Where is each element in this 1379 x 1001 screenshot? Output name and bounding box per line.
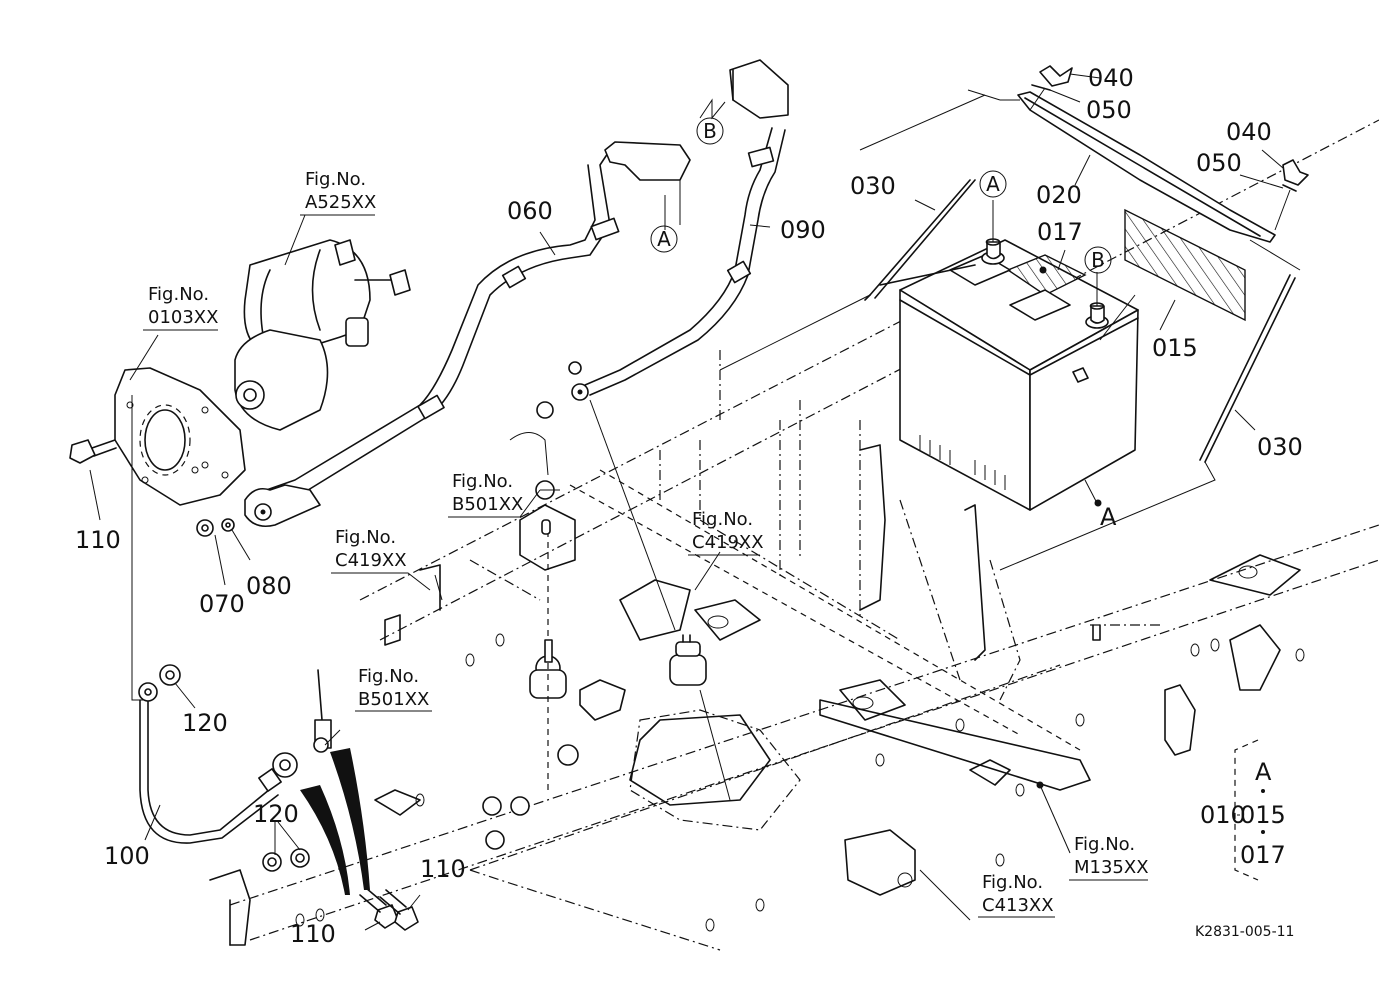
arrow-ground-2 bbox=[330, 748, 370, 890]
svg-text:Fig.No.: Fig.No. bbox=[305, 169, 366, 190]
fig-ref-m135: Fig.No. M135XX bbox=[1069, 834, 1149, 881]
figure-references: Fig.No. A525XX Fig.No. 0103XX Fig.No. B5… bbox=[143, 169, 1149, 918]
fig-ref-a525: Fig.No. A525XX bbox=[300, 169, 376, 216]
svg-text:B501XX: B501XX bbox=[452, 494, 523, 515]
bolt-110-right bbox=[394, 906, 419, 931]
circle-marker-a-cable: A bbox=[650, 225, 678, 253]
rubber-mount-right bbox=[669, 654, 707, 686]
svg-text:B: B bbox=[1091, 248, 1105, 272]
part-callouts: 040 050 040 050 020 017 015 030 030 060 … bbox=[75, 64, 1303, 948]
callout-120-lower: 120 bbox=[253, 800, 299, 828]
set-item-a: A bbox=[1255, 758, 1272, 786]
chassis-frame bbox=[209, 119, 1379, 951]
hardware bbox=[69, 361, 731, 931]
callout-050-right: 050 bbox=[1196, 149, 1242, 177]
callout-110-bottom: 110 bbox=[290, 920, 336, 948]
circle-marker-b-battery: B bbox=[1084, 246, 1112, 274]
fig-ref-b501-upper: Fig.No. B501XX bbox=[448, 471, 541, 518]
fig-ref-c419-right: Fig.No. C419XX bbox=[688, 509, 764, 556]
wing-nut-040-right bbox=[1282, 159, 1309, 186]
svg-text:A: A bbox=[657, 227, 671, 251]
svg-text:A: A bbox=[986, 172, 1000, 196]
svg-text:M135XX: M135XX bbox=[1074, 857, 1149, 878]
callout-070: 070 bbox=[199, 590, 245, 618]
callout-017: 017 bbox=[1037, 218, 1083, 246]
leader-lines bbox=[89, 73, 1284, 931]
frame-holes bbox=[295, 633, 1305, 932]
fig-ref-0103: Fig.No. 0103XX bbox=[143, 284, 218, 331]
svg-text:Fig.No.: Fig.No. bbox=[1074, 834, 1135, 855]
svg-text:Fig.No.: Fig.No. bbox=[692, 509, 753, 530]
label-017-hatch bbox=[1006, 254, 1087, 296]
starter-motor bbox=[234, 239, 411, 431]
fig-ref-b501-lower: Fig.No. B501XX bbox=[355, 666, 432, 712]
circle-marker-b-cable: B bbox=[696, 117, 724, 145]
callout-080: 080 bbox=[246, 572, 292, 600]
callout-090: 090 bbox=[780, 216, 826, 244]
svg-text:Fig.No.: Fig.No. bbox=[358, 666, 419, 687]
set-item-015: 015 bbox=[1240, 801, 1286, 829]
fig-ref-c419-left: Fig.No. C419XX bbox=[331, 527, 431, 591]
wing-nut-040-top bbox=[1039, 65, 1073, 87]
svg-text:Fig.No.: Fig.No. bbox=[452, 471, 513, 492]
washer-080 bbox=[221, 518, 235, 532]
insulator-015 bbox=[1124, 208, 1246, 322]
svg-text:Fig.No.: Fig.No. bbox=[335, 527, 396, 548]
svg-text:Fig.No.: Fig.No. bbox=[148, 284, 209, 305]
callout-040-right: 040 bbox=[1226, 118, 1272, 146]
drawing-code: K2831-005-11 bbox=[1195, 924, 1294, 940]
callout-110-right: 110 bbox=[420, 855, 466, 883]
nut-120-lower-a bbox=[262, 852, 282, 872]
circle-marker-a-battery: A bbox=[979, 170, 1007, 198]
svg-text:0103XX: 0103XX bbox=[148, 307, 218, 328]
svg-text:C419XX: C419XX bbox=[692, 532, 764, 553]
callout-020: 020 bbox=[1036, 181, 1082, 209]
callout-110-left: 110 bbox=[75, 526, 121, 554]
callout-030-left: 030 bbox=[850, 172, 896, 200]
set-item-017: 017 bbox=[1240, 841, 1286, 869]
battery-ref-a: A bbox=[1100, 503, 1117, 531]
battery bbox=[899, 238, 1139, 511]
washer-050-right bbox=[1282, 184, 1297, 192]
svg-text:C413XX: C413XX bbox=[982, 895, 1054, 916]
negative-cable-090 bbox=[571, 59, 789, 401]
svg-text:C419XX: C419XX bbox=[335, 550, 407, 571]
svg-text:A525XX: A525XX bbox=[305, 192, 376, 213]
washer-050-top bbox=[1031, 84, 1051, 91]
battery-hold-down bbox=[719, 65, 1309, 571]
callout-050-top: 050 bbox=[1086, 96, 1132, 124]
nut-120-lower-b bbox=[290, 848, 310, 868]
arrow-ground bbox=[300, 785, 350, 895]
set-legend-010: 010 A 015 017 bbox=[1200, 739, 1286, 881]
callout-015: 015 bbox=[1152, 334, 1198, 362]
callout-040-top: 040 bbox=[1088, 64, 1134, 92]
nut-070 bbox=[196, 519, 214, 537]
callout-060: 060 bbox=[507, 197, 553, 225]
svg-text:B: B bbox=[703, 119, 717, 143]
reference-markers: A B A B A bbox=[650, 117, 1117, 531]
ground-cable-100 bbox=[138, 682, 298, 844]
starter-mounting-plate bbox=[114, 367, 246, 701]
callout-120-upper: 120 bbox=[182, 709, 228, 737]
callout-030-right: 030 bbox=[1257, 433, 1303, 461]
svg-text:B501XX: B501XX bbox=[358, 689, 429, 710]
svg-text:Fig.No.: Fig.No. bbox=[982, 872, 1043, 893]
bolt-110-left bbox=[69, 439, 96, 464]
positive-cable-060 bbox=[244, 141, 691, 528]
nut-120-upper bbox=[159, 664, 181, 686]
fig-ref-c413: Fig.No. C413XX bbox=[978, 872, 1055, 918]
callout-100: 100 bbox=[104, 842, 150, 870]
